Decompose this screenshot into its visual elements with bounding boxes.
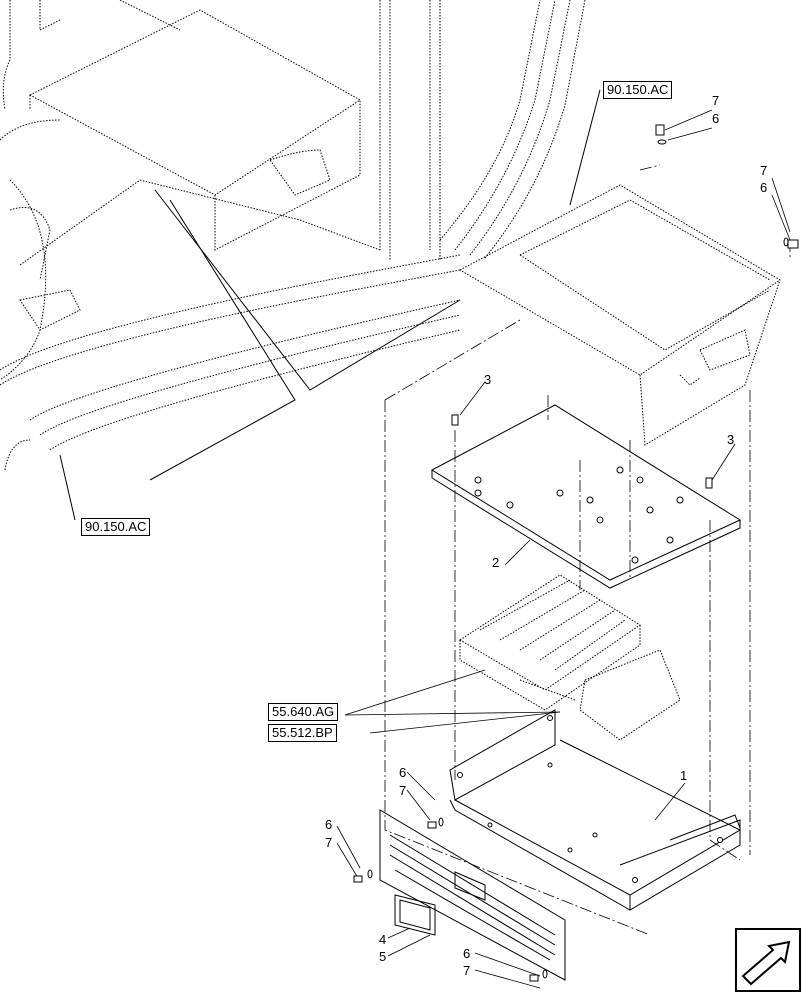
phantom-lines bbox=[384, 164, 791, 936]
fasteners bbox=[353, 124, 799, 982]
callout-6: 6 bbox=[399, 765, 407, 780]
ref-label-left[interactable]: 90.150.AC bbox=[81, 518, 151, 536]
upper-housing bbox=[458, 184, 781, 446]
callout-6: 6 bbox=[760, 180, 768, 195]
ref-label-top[interactable]: 90.150.AC bbox=[603, 81, 673, 99]
leader-lines bbox=[336, 109, 791, 989]
tray bbox=[449, 709, 742, 911]
callout-7: 7 bbox=[712, 93, 720, 108]
cut-lines bbox=[59, 89, 601, 521]
cab-frame bbox=[0, 0, 586, 471]
controller-module bbox=[459, 574, 681, 741]
plate bbox=[430, 404, 742, 589]
callout-6: 6 bbox=[712, 111, 720, 126]
callout-5: 5 bbox=[379, 949, 387, 964]
ref-label-harness[interactable]: 55.512.BP bbox=[268, 724, 337, 742]
callout-6: 6 bbox=[463, 946, 471, 961]
callout-3: 3 bbox=[484, 372, 492, 387]
arrow-next-icon[interactable] bbox=[735, 928, 801, 992]
callout-1: 1 bbox=[680, 768, 688, 783]
callout-7: 7 bbox=[325, 835, 333, 850]
cover-panel bbox=[379, 809, 566, 981]
ref-label-ecu[interactable]: 55.640.AG bbox=[268, 703, 339, 721]
callout-2: 2 bbox=[492, 555, 500, 570]
callout-3: 3 bbox=[727, 432, 735, 447]
callout-4: 4 bbox=[379, 932, 387, 947]
callout-7: 7 bbox=[463, 963, 471, 978]
callout-7: 7 bbox=[399, 783, 407, 798]
callout-7: 7 bbox=[760, 163, 768, 178]
callout-6: 6 bbox=[325, 817, 333, 832]
